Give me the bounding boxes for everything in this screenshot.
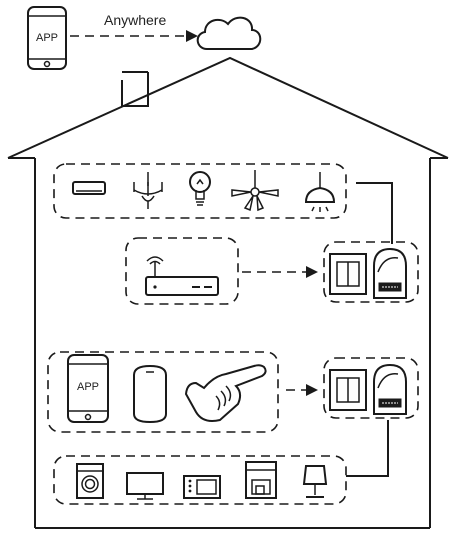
- table-lamp-icon: [302, 465, 328, 498]
- control-phone-label: APP: [77, 381, 99, 393]
- module-group-bottom: [323, 357, 419, 419]
- wall-switch-icon: [329, 369, 367, 411]
- relay-module-icon: [373, 363, 407, 415]
- remote-phone-icon: APP: [27, 6, 67, 70]
- smart-speaker-icon: [133, 364, 167, 424]
- control-to-module-arrow: [286, 384, 318, 396]
- house-outline: [7, 56, 449, 529]
- light-bulb-icon: [189, 171, 211, 206]
- connector-top: [356, 182, 393, 244]
- hand-touch-icon: [184, 364, 267, 422]
- wall-switch-icon: [329, 253, 367, 295]
- cloud-icon: [196, 16, 262, 50]
- anywhere-label: Anywhere: [104, 12, 166, 28]
- router-group: [125, 237, 239, 305]
- router-to-module-arrow: [242, 266, 318, 278]
- connector-bottom: [346, 420, 389, 477]
- chandelier-icon: [133, 172, 163, 209]
- ceiling-fan-icon: [231, 170, 279, 212]
- remote-phone-label: APP: [36, 32, 58, 44]
- appliance-group-top: [53, 163, 347, 219]
- microwave-icon: [183, 475, 221, 499]
- pendant-lamp-icon: [304, 172, 336, 212]
- relay-module-icon: [373, 247, 407, 299]
- anywhere-arrow: [70, 30, 198, 42]
- coffee-machine-icon: [245, 461, 277, 499]
- module-group-top: [323, 241, 419, 303]
- washing-machine-icon: [76, 463, 104, 499]
- air-conditioner-icon: [72, 181, 106, 195]
- wifi-router-icon: [145, 256, 219, 296]
- phone-icon: APP: [67, 354, 109, 423]
- tv-monitor-icon: [126, 472, 164, 500]
